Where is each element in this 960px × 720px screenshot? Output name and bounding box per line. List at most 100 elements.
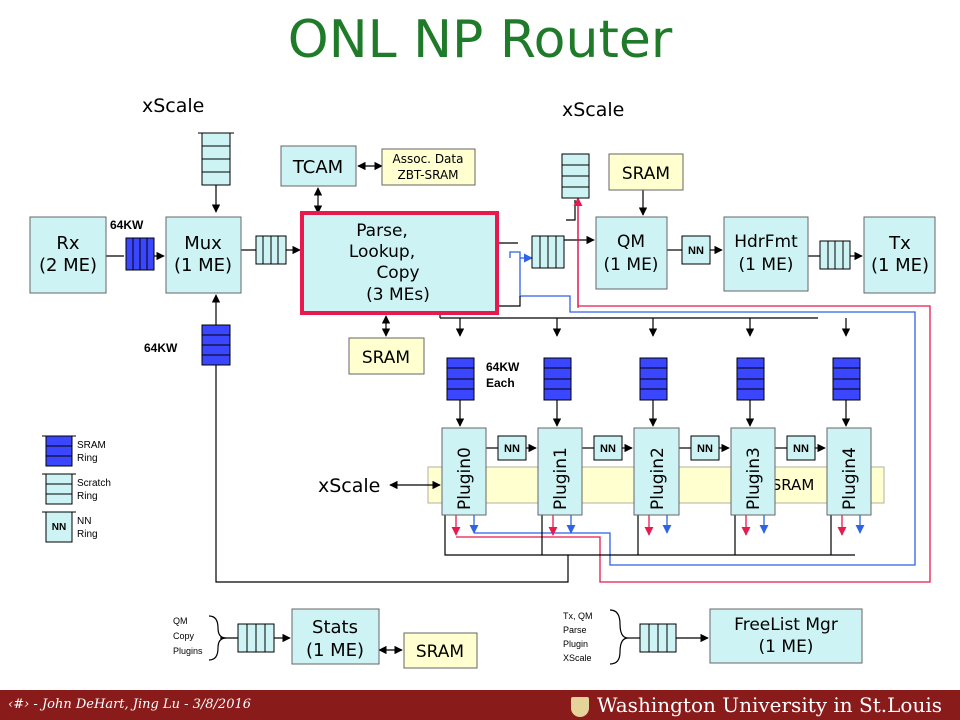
stats-input-qm: QM bbox=[173, 616, 188, 626]
plugin-2-block: Plugin2 bbox=[633, 427, 680, 516]
sram-parse-block: SRAM bbox=[348, 337, 425, 375]
nn-text: NN bbox=[697, 443, 713, 455]
mux-block: Mux (1 ME) bbox=[165, 216, 242, 294]
legend-nn-ring: NN NN Ring bbox=[42, 511, 98, 543]
plugin-4-block: Plugin4 bbox=[826, 427, 872, 516]
stats-label: Stats bbox=[312, 617, 358, 638]
university-name: Washington University in St.Louis bbox=[596, 693, 942, 717]
plugin-output-arrows bbox=[451, 197, 865, 536]
parse-line-1: Parse, bbox=[356, 221, 408, 241]
ring-label-plugins-2: Each bbox=[486, 376, 515, 390]
nn-ring-plugin-2-3: NN bbox=[690, 435, 720, 461]
qm-block: QM (1 ME) bbox=[595, 216, 668, 290]
footer-credit: ‹#› - John DeHart, Jing Lu - 3/8/2016 bbox=[8, 697, 252, 712]
sram-parse-label: SRAM bbox=[362, 348, 410, 368]
legend-scratch-ring: Scratch Ring bbox=[42, 473, 111, 505]
stats-me-label: (1 ME) bbox=[306, 640, 364, 661]
parse-line-4: (3 MEs) bbox=[366, 285, 430, 305]
university-seal-icon bbox=[570, 696, 589, 717]
plugin-0-label: Plugin0 bbox=[455, 447, 475, 510]
legend-sram-line-2: Ring bbox=[77, 453, 98, 464]
qm-me-label: (1 ME) bbox=[604, 255, 659, 275]
plugin-2-label: Plugin2 bbox=[648, 447, 668, 510]
page-title: ONL NP Router bbox=[287, 10, 673, 70]
plugin-3-block: Plugin3 bbox=[730, 427, 776, 516]
plugin-4-label: Plugin4 bbox=[840, 447, 860, 510]
legend-scratch-line-2: Ring bbox=[77, 491, 98, 502]
sram-ring-plugin-1 bbox=[543, 357, 572, 401]
ring-label-plugins-1: 64KW bbox=[486, 360, 520, 374]
plugin-1-block: Plugin1 bbox=[537, 427, 583, 516]
sram-ring-rx-mux bbox=[125, 237, 155, 271]
stats-input-plugins: Plugins bbox=[173, 646, 203, 656]
stats-input-labels: QM Copy Plugins bbox=[173, 616, 203, 656]
nn-ring-qm-hdrfmt: NN bbox=[681, 235, 711, 265]
nn-ring-plugin-3-4: NN bbox=[786, 435, 816, 461]
ring-label-mux-bottom: 64KW bbox=[144, 341, 178, 355]
legend-nn-line-2: Ring bbox=[77, 529, 98, 540]
sram-ring-plugin-4 bbox=[832, 357, 861, 401]
rx-me-label: (2 ME) bbox=[39, 255, 97, 276]
freelist-label: FreeList Mgr bbox=[734, 615, 838, 635]
scratch-ring-mux-parse bbox=[255, 235, 287, 265]
nn-text: NN bbox=[600, 443, 616, 455]
router-diagram: SRAM bbox=[29, 95, 936, 669]
rx-label: Rx bbox=[56, 233, 80, 254]
tx-me-label: (1 ME) bbox=[871, 255, 929, 276]
tx-block: Tx (1 ME) bbox=[863, 216, 936, 294]
blue-feedback-line bbox=[474, 251, 916, 566]
sram-qm-label: SRAM bbox=[622, 164, 670, 184]
sram-stats-block: SRAM bbox=[403, 632, 478, 669]
xscale-label-mux: xScale bbox=[142, 95, 204, 117]
scratch-ring-stats bbox=[237, 623, 275, 653]
freelist-input-tx-qm: Tx, QM bbox=[563, 611, 593, 621]
mux-me-label: (1 ME) bbox=[174, 255, 232, 276]
parse-line-3: Copy bbox=[376, 263, 419, 283]
legend-nn-line-1: NN bbox=[77, 516, 91, 527]
sram-ring-plugin-2 bbox=[639, 357, 668, 401]
nn-text: NN bbox=[52, 522, 66, 533]
scratch-ring-qm-xscale bbox=[561, 153, 590, 199]
assoc-line-1: Assoc. Data bbox=[393, 152, 464, 166]
xscale-label-plugins: xScale bbox=[318, 475, 380, 497]
assoc-line-2: ZBT-SRAM bbox=[397, 168, 458, 182]
tcam-block: TCAM bbox=[280, 145, 357, 187]
scratch-ring-hdrfmt-tx bbox=[819, 240, 851, 270]
freelist-input-xscale: XScale bbox=[563, 653, 592, 663]
legend-sram-line-1: SRAM bbox=[77, 440, 106, 451]
plugin-3-label: Plugin3 bbox=[744, 447, 764, 510]
freelist-mgr-block: FreeList Mgr (1 ME) bbox=[709, 608, 863, 664]
rx-block: Rx (2 ME) bbox=[29, 216, 107, 294]
legend-scratch-line-1: Scratch bbox=[77, 478, 111, 489]
scratch-ring-xscale-mux bbox=[198, 132, 234, 186]
freelist-me-label: (1 ME) bbox=[759, 637, 814, 657]
nn-ring-plugin-1-2: NN bbox=[593, 435, 623, 461]
ring-label-rx-mux: 64KW bbox=[110, 218, 144, 232]
stats-block: Stats (1 ME) bbox=[291, 608, 380, 665]
footer-bar: ‹#› - John DeHart, Jing Lu - 3/8/2016 Wa… bbox=[0, 690, 960, 720]
plugin-0-block: Plugin0 bbox=[441, 427, 487, 516]
nn-text: NN bbox=[504, 443, 520, 455]
nn-ring-plugin-0-1: NN bbox=[497, 435, 527, 461]
legend-sram-ring: SRAM Ring bbox=[42, 435, 106, 467]
qm-label: QM bbox=[617, 232, 645, 252]
university-logo: Washington University in St.Louis bbox=[570, 693, 942, 717]
nn-text: NN bbox=[793, 443, 809, 455]
sram-qm-block: SRAM bbox=[608, 153, 684, 191]
sram-ring-mux-bottom bbox=[201, 324, 231, 366]
hdrfmt-me-label: (1 ME) bbox=[739, 255, 794, 275]
sram-ring-plugin-3 bbox=[736, 357, 765, 401]
hdrfmt-label: HdrFmt bbox=[734, 232, 798, 252]
plugin-sram-label: SRAM bbox=[772, 476, 815, 494]
tx-label: Tx bbox=[888, 233, 911, 254]
scratch-ring-parse-qm bbox=[531, 235, 565, 269]
hdrfmt-block: HdrFmt (1 ME) bbox=[723, 216, 809, 292]
mux-label: Mux bbox=[184, 233, 222, 254]
legend: SRAM Ring Scratch Ring NN NN Ring bbox=[42, 435, 111, 543]
scratch-ring-freelist bbox=[639, 623, 677, 653]
plugin-1-label: Plugin1 bbox=[551, 447, 571, 510]
tcam-label: TCAM bbox=[292, 157, 343, 178]
stats-input-copy: Copy bbox=[173, 631, 195, 641]
freelist-input-parse: Parse bbox=[563, 625, 587, 635]
parse-line-2: Lookup, bbox=[349, 242, 415, 262]
